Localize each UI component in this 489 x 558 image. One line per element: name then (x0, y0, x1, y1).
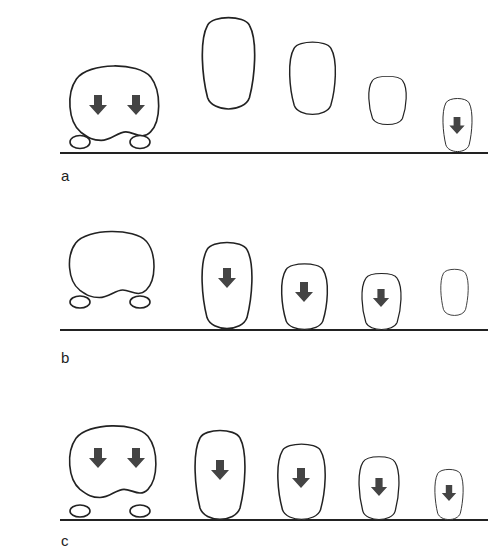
force-arrow (211, 460, 229, 480)
tooth-outline (195, 431, 245, 520)
tooth-outline (278, 444, 325, 519)
tooth-outline (362, 274, 401, 330)
root-tip (70, 136, 90, 149)
molar-outline (70, 66, 159, 140)
occlusal-plane (60, 519, 488, 521)
tooth-outline (202, 242, 252, 328)
panel-letter: a (61, 168, 69, 185)
molar-outline (70, 426, 156, 498)
tooth-outline (443, 98, 472, 151)
force-arrow (218, 268, 236, 288)
root-tip (130, 296, 150, 308)
root-tip (130, 136, 150, 149)
force-arrow (292, 468, 310, 488)
force-arrow (371, 478, 387, 496)
force-arrow (442, 485, 456, 501)
row-c (60, 426, 488, 520)
tooth-outline (282, 264, 328, 330)
root-tip (130, 505, 150, 517)
molar-outline (69, 232, 154, 298)
force-arrow (89, 95, 107, 115)
root-tip (70, 505, 90, 517)
tooth-outline (435, 469, 463, 519)
force-arrow (127, 95, 145, 115)
tooth-outline (369, 76, 406, 124)
force-arrow (449, 117, 464, 134)
force-arrow (295, 282, 313, 302)
panel-letter: b (61, 350, 69, 367)
force-arrow (373, 289, 389, 307)
root-tip (70, 296, 90, 308)
row-b (60, 232, 488, 330)
force-arrow (127, 448, 145, 468)
occlusal-plane (60, 329, 488, 331)
row-a (60, 18, 488, 153)
tooth-outline (441, 269, 468, 315)
panel-letter: c (61, 533, 69, 550)
force-arrow (89, 448, 107, 468)
tooth-outline (290, 42, 336, 114)
tooth-outline (359, 457, 399, 520)
tooth-outline (202, 18, 254, 109)
occlusal-plane (60, 152, 488, 154)
